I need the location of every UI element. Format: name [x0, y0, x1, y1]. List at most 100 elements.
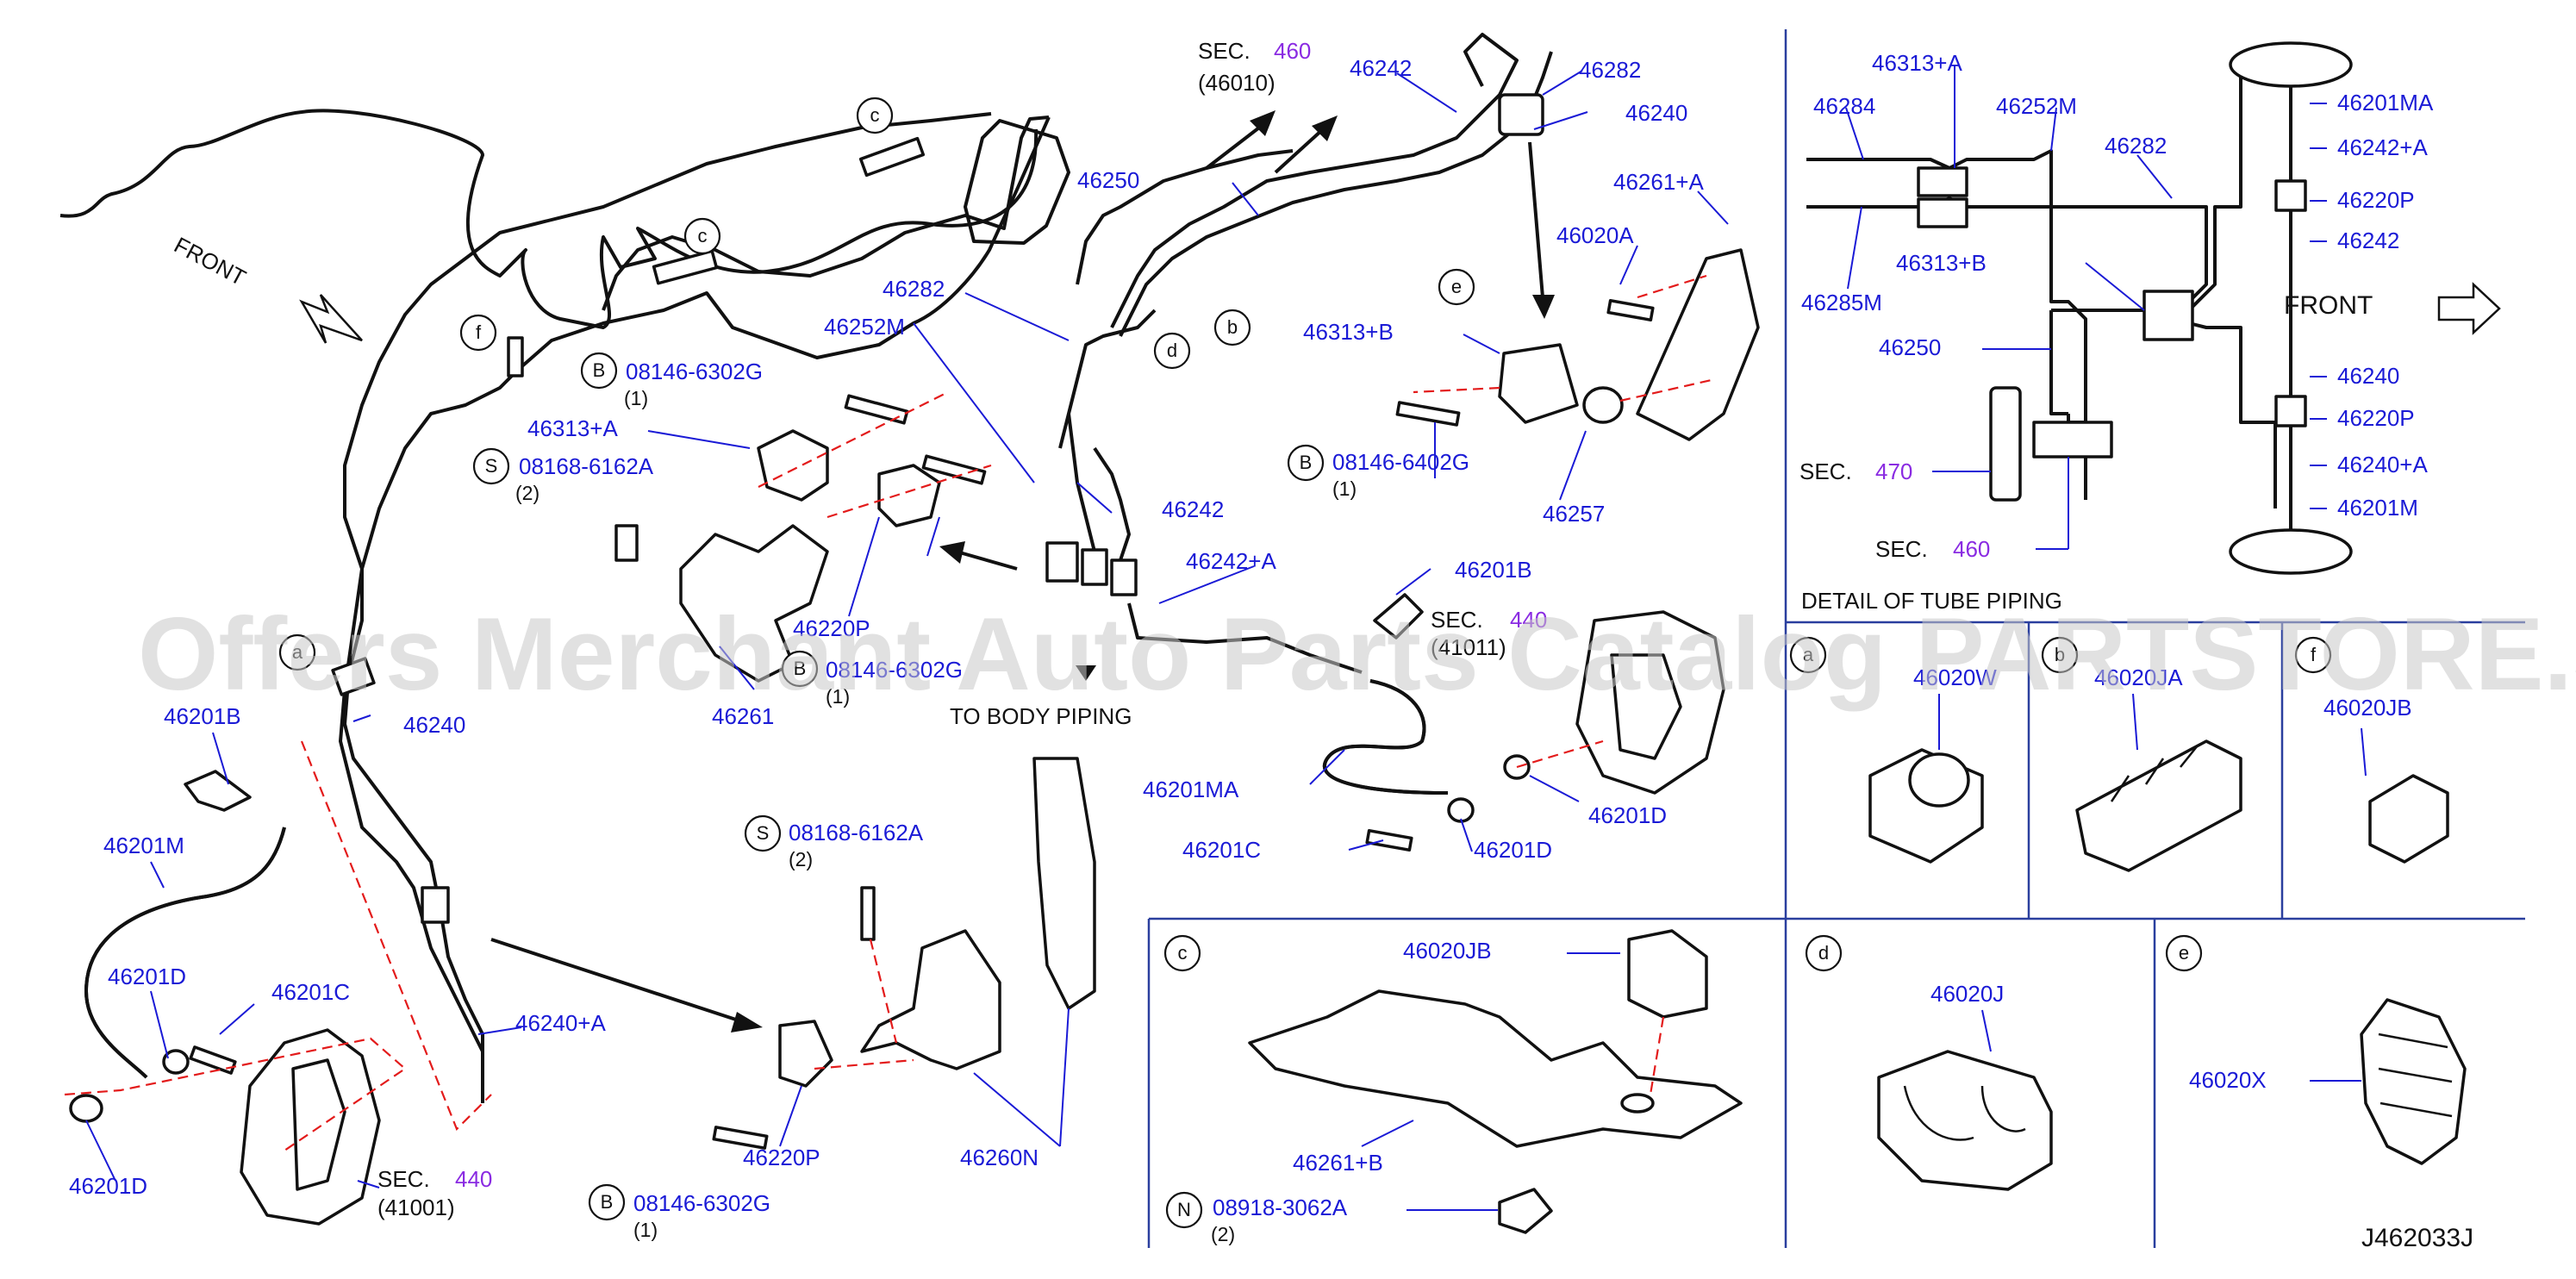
marker-c-2: c — [698, 225, 708, 246]
label-bolt-08146-6302G-mid: 08146-6302G — [826, 657, 963, 683]
front-label: FRONT — [170, 232, 250, 291]
clip-panel-a: a 46020W — [1789, 636, 1997, 864]
label-46313A: 46313+A — [527, 415, 618, 441]
label-46201C-mid: 46201C — [1182, 837, 1261, 863]
label-screw-08168-6162A-low: 08168-6162A — [789, 820, 924, 845]
label-46201D-left: 46201D — [108, 964, 186, 989]
sec-440-word-front: SEC. — [377, 1166, 430, 1192]
marker-S-2: S — [757, 822, 770, 844]
qty-1-d: (1) — [633, 1219, 658, 1241]
detail-label-46201MA: 46201MA — [2337, 90, 2434, 115]
detail-label-46282: 46282 — [2105, 133, 2167, 159]
clip-panel-b: b 46020JA — [2041, 636, 2242, 872]
clip-c-N-marker: N — [1177, 1199, 1191, 1220]
clip-c-bracket-label: 46261+B — [1293, 1150, 1383, 1176]
marker-f: f — [476, 321, 482, 343]
detail-label-46240A: 46240+A — [2337, 452, 2428, 477]
marker-c-1: c — [870, 104, 880, 126]
tube-route-left — [339, 116, 1051, 1103]
tube-clips — [331, 136, 926, 924]
sec-440-sub-front: (41001) — [377, 1195, 455, 1220]
label-46201D-lower: 46201D — [69, 1173, 147, 1199]
clip-d-marker: d — [1818, 942, 1829, 964]
detail-title: DETAIL OF TUBE PIPING — [1801, 588, 2062, 614]
bracket-46260N — [712, 757, 1096, 1150]
label-bolt-08146-6402G: 08146-6402G — [1332, 449, 1469, 475]
detail-label-46252M: 46252M — [1996, 93, 2077, 119]
qty-1-b: (1) — [1332, 477, 1357, 500]
detail-label-46242A: 46242+A — [2337, 134, 2428, 160]
label-46240A-left: 46240+A — [515, 1010, 606, 1036]
detail-tube-piping: 46313+A 46284 46252M 46282 46313+B 46285… — [1799, 41, 2501, 614]
marker-d: d — [1167, 340, 1177, 361]
clip-f-label: 46020JB — [2323, 695, 2412, 721]
left-caliper-assembly — [64, 740, 492, 1226]
label-46282-mid: 46282 — [883, 276, 945, 302]
brake-line-bundle — [1045, 33, 1553, 674]
qty-1-a: (1) — [624, 387, 648, 409]
qty-2-a: (2) — [515, 482, 540, 504]
clip-panel-e: e 46020X — [2165, 934, 2467, 1165]
clip-panel-d: d 46020J — [1805, 934, 2053, 1191]
clip-panel-c: c 46020JB 46261+B N 08918-3062A (2) — [1163, 929, 1743, 1245]
leader-lines — [85, 70, 1729, 1189]
detail-label-46240: 46240 — [2337, 363, 2399, 389]
detail-label-46284: 46284 — [1813, 93, 1875, 119]
panel-borders — [1147, 29, 2525, 1248]
detail-sec-460-word: SEC. — [1875, 536, 1928, 562]
chassis-tube — [343, 112, 1050, 1086]
label-bolt-08146-6302G-low: 08146-6302G — [633, 1190, 770, 1216]
marker-S-1: S — [485, 455, 498, 477]
circle-markers: c c f b d e a B S B B S B — [278, 97, 1475, 1221]
label-46242-top: 46242 — [1350, 55, 1412, 81]
label-46220P-low: 46220P — [743, 1145, 820, 1170]
sec-460-sub: (46010) — [1198, 70, 1276, 96]
clip-b-label: 46020JA — [2094, 664, 2183, 690]
clip-e-label: 46020X — [2189, 1067, 2267, 1093]
clip-a-marker: a — [1803, 644, 1814, 665]
clip-c-clip-label: 46020JB — [1403, 938, 1492, 964]
to-body-piping: TO BODY PIPING — [950, 703, 1132, 729]
sec-460-word: SEC. — [1198, 38, 1251, 64]
marker-b: b — [1227, 316, 1238, 338]
detail-label-46220P-2: 46220P — [2337, 405, 2415, 431]
diagram-code: J462033J — [2361, 1224, 2473, 1252]
label-46242-mid: 46242 — [1162, 496, 1224, 522]
bracket-46261A — [1395, 248, 1760, 441]
marker-B-3: B — [794, 658, 807, 679]
label-46240-left: 46240 — [403, 712, 465, 738]
label-46261A: 46261+A — [1613, 169, 1704, 195]
qty-2-b: (2) — [789, 848, 813, 870]
label-46201M-left: 46201M — [103, 833, 184, 858]
clip-f-marker: f — [2311, 644, 2317, 665]
clip-b-marker: b — [2055, 644, 2065, 665]
clip-c-nut-qty: (2) — [1211, 1223, 1235, 1245]
label-46220P: 46220P — [793, 615, 870, 641]
marker-a: a — [292, 641, 303, 663]
label-bolt-08146-6302G: 08146-6302G — [626, 359, 763, 384]
marker-B-1: B — [593, 359, 606, 381]
detail-sec-470-num: 470 — [1875, 459, 1912, 484]
detail-label-46285M: 46285M — [1801, 290, 1882, 315]
clip-d-label: 46020J — [1930, 981, 2004, 1007]
label-46201D-mid-b: 46201D — [1474, 837, 1552, 863]
label-46201MA: 46201MA — [1143, 777, 1239, 802]
sec-460-num: 460 — [1274, 38, 1311, 64]
marker-e: e — [1451, 276, 1462, 297]
label-46201D-mid-a: 46201D — [1588, 802, 1667, 828]
main-labels: SEC. 460 (46010) 46242 46282 46240 46250… — [69, 38, 1704, 1241]
qty-1-c: (1) — [826, 685, 850, 708]
clip-c-nut-label: 08918-3062A — [1213, 1195, 1348, 1220]
clip-panel-f: f 46020JB — [2294, 636, 2449, 864]
marker-B-4: B — [601, 1191, 614, 1213]
front-arrow-left: FRONT — [170, 232, 363, 344]
sec-440-num-mid: 440 — [1510, 607, 1547, 633]
sec-440-word-mid: SEC. — [1431, 607, 1483, 633]
main-brake-tube — [59, 109, 1070, 329]
detail-front-label: FRONT — [2284, 291, 2373, 320]
sec-440-num-front: 440 — [455, 1166, 492, 1192]
detail-label-46250: 46250 — [1879, 334, 1941, 360]
bracket-46261 — [614, 391, 992, 683]
label-46240-top: 46240 — [1625, 100, 1687, 126]
